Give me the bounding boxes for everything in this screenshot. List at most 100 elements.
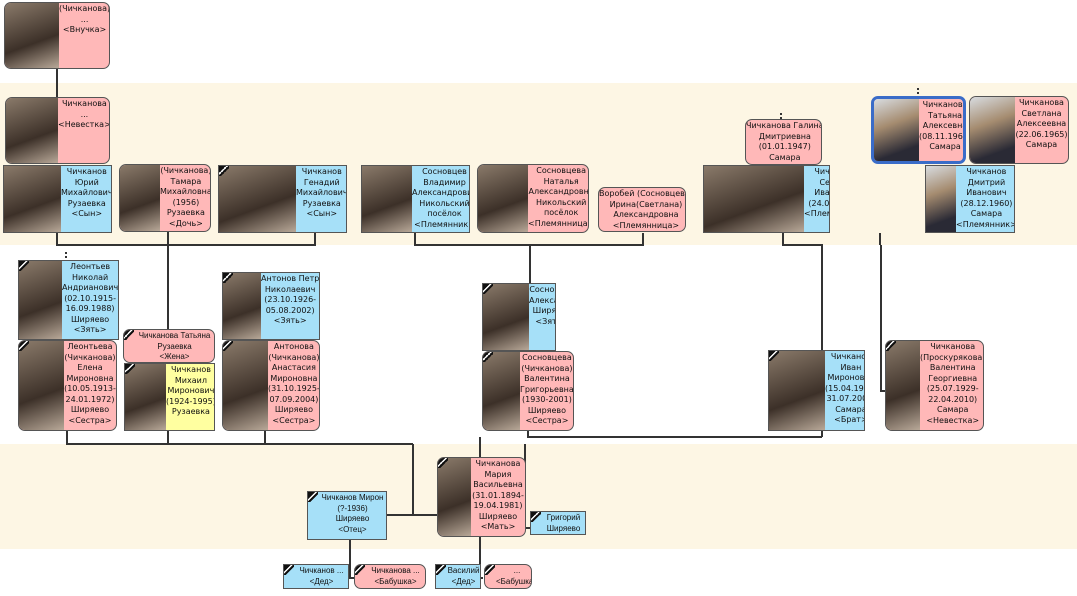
person-text-line: Леонтьев [70,262,111,271]
person-text-line: Чичканова [922,100,966,109]
person-photo [704,166,804,232]
person-text-line: <Невестка> [926,415,980,425]
person-text-line: 07.09.2004) [269,394,319,404]
person-text-line: Ширяево [71,314,110,324]
person-photo [438,458,471,536]
person-card-irina[interactable]: Воробей (Сосновцева)Ирина(Светлана)Алекс… [598,187,686,232]
person-text-line: (Проскурякова) [920,352,984,362]
person-card-miron[interactable]: Чичканов Мирон(?-1936)Ширяево<Отец> [307,491,387,540]
person-info: ...<Бабушка> [485,565,531,588]
person-text-line: <Племянник> [414,219,470,229]
person-text-line: Григорий [546,513,581,522]
person-text-line: Леонтьева [67,342,113,351]
person-text-line: Самара [970,209,1003,218]
person-text-line: <Дочь> [168,218,203,228]
person-card-aleksandr[interactable]: СосновцевАлександрШиряево<Зять> [482,283,556,351]
mourning-ribbon-icon [219,166,229,176]
person-text-line: 16.09.1988) [65,304,115,313]
person-text-line: Мироновна [66,373,114,383]
person-text-line: Андрианович [62,283,119,292]
person-text-line: Иванович [814,188,830,197]
person-text-line: Мироновна [270,373,318,383]
person-text-line: (31.10.1925- [268,384,320,393]
person-text-line: <Бабушка> [374,576,417,586]
mourning-ribbon-icon [886,341,896,351]
person-text-line: (Чичканова) [268,352,320,362]
person-text-line: (1930-2001) [521,395,572,404]
person-card-nevestka1[interactable]: Чичканова...<Невестка> [5,97,110,164]
person-text-line: <Мать> [480,522,516,531]
person-text-line: Николаевич [264,284,316,294]
person-text-line: Чичканов [830,352,864,361]
person-photo [970,97,1015,163]
person-text-line: <Жена> [159,352,190,361]
person-text-line: (23.10.1926- [264,295,317,304]
person-info: Воробей (Сосновцева)Ирина(Светлана)Алекс… [599,188,685,231]
person-text-line: <Племянник> [956,219,1015,229]
person-text-line: Наталья [543,176,579,186]
person-text-line: ... [513,566,521,575]
person-text-line: (Чичканова) [59,4,110,13]
person-text-line: (15.04.1927- [825,383,864,393]
person-text-line: посёлок [427,209,462,218]
person-text-line: Дмитрий [967,177,1006,187]
person-text-line: (22.06.1965) [1015,129,1068,139]
person-card-ded2[interactable]: Василий<Дед> [435,564,481,589]
person-info: СосновцевВладимирАлександровичНикольский… [412,166,470,232]
person-text-line: Михайловна [160,187,211,196]
person-card-ded1[interactable]: Чичканов ...<Дед> [283,564,349,589]
person-text-line: (?-1936) [337,503,368,513]
person-text-line: Миронович [827,373,865,382]
person-text-line: (Чичканова) [64,352,116,362]
person-card-ivan[interactable]: ЧичкановИванМиронович(15.04.1927-31.07.2… [768,350,865,431]
person-card-sergey[interactable]: ЧичкановСергейИванович(24.03.1951)<Племя… [703,165,830,233]
person-text-line: <Сестра> [272,415,316,425]
person-text-line: Алексевна [922,121,966,130]
person-card-babushka1[interactable]: Чичканова ...<Бабушка> [354,564,426,589]
mourning-ribbon-icon [19,341,29,351]
mourning-ribbon-icon [483,352,493,362]
person-text-line: (31.01.1894- [472,490,524,500]
person-text-line: Чичканов [66,167,107,176]
person-text-line: Сосновцева [536,166,586,175]
person-card-vladimir[interactable]: СосновцевВладимирАлександровичНикольский… [361,165,470,233]
person-text-line: Алексеевна [1016,119,1067,128]
person-card-babushka2[interactable]: ...<Бабушка> [484,564,532,589]
person-card-vnuchka[interactable]: (Чичканова)...<Внучка> [4,2,110,69]
person-text-line: Чичканов Мирон [321,493,384,502]
person-text-line: <Племянница> [612,220,680,230]
person-photo [19,261,62,339]
person-text-line: ... [80,109,89,119]
person-info: Чичканов Мирон(?-1936)Ширяево<Отец> [308,492,386,539]
person-text-line: Рузаевка [166,208,205,217]
person-text-line: Михаил [174,375,207,385]
connector [782,233,885,437]
person-photo [223,341,268,430]
person-text-line: Иван [840,362,862,372]
